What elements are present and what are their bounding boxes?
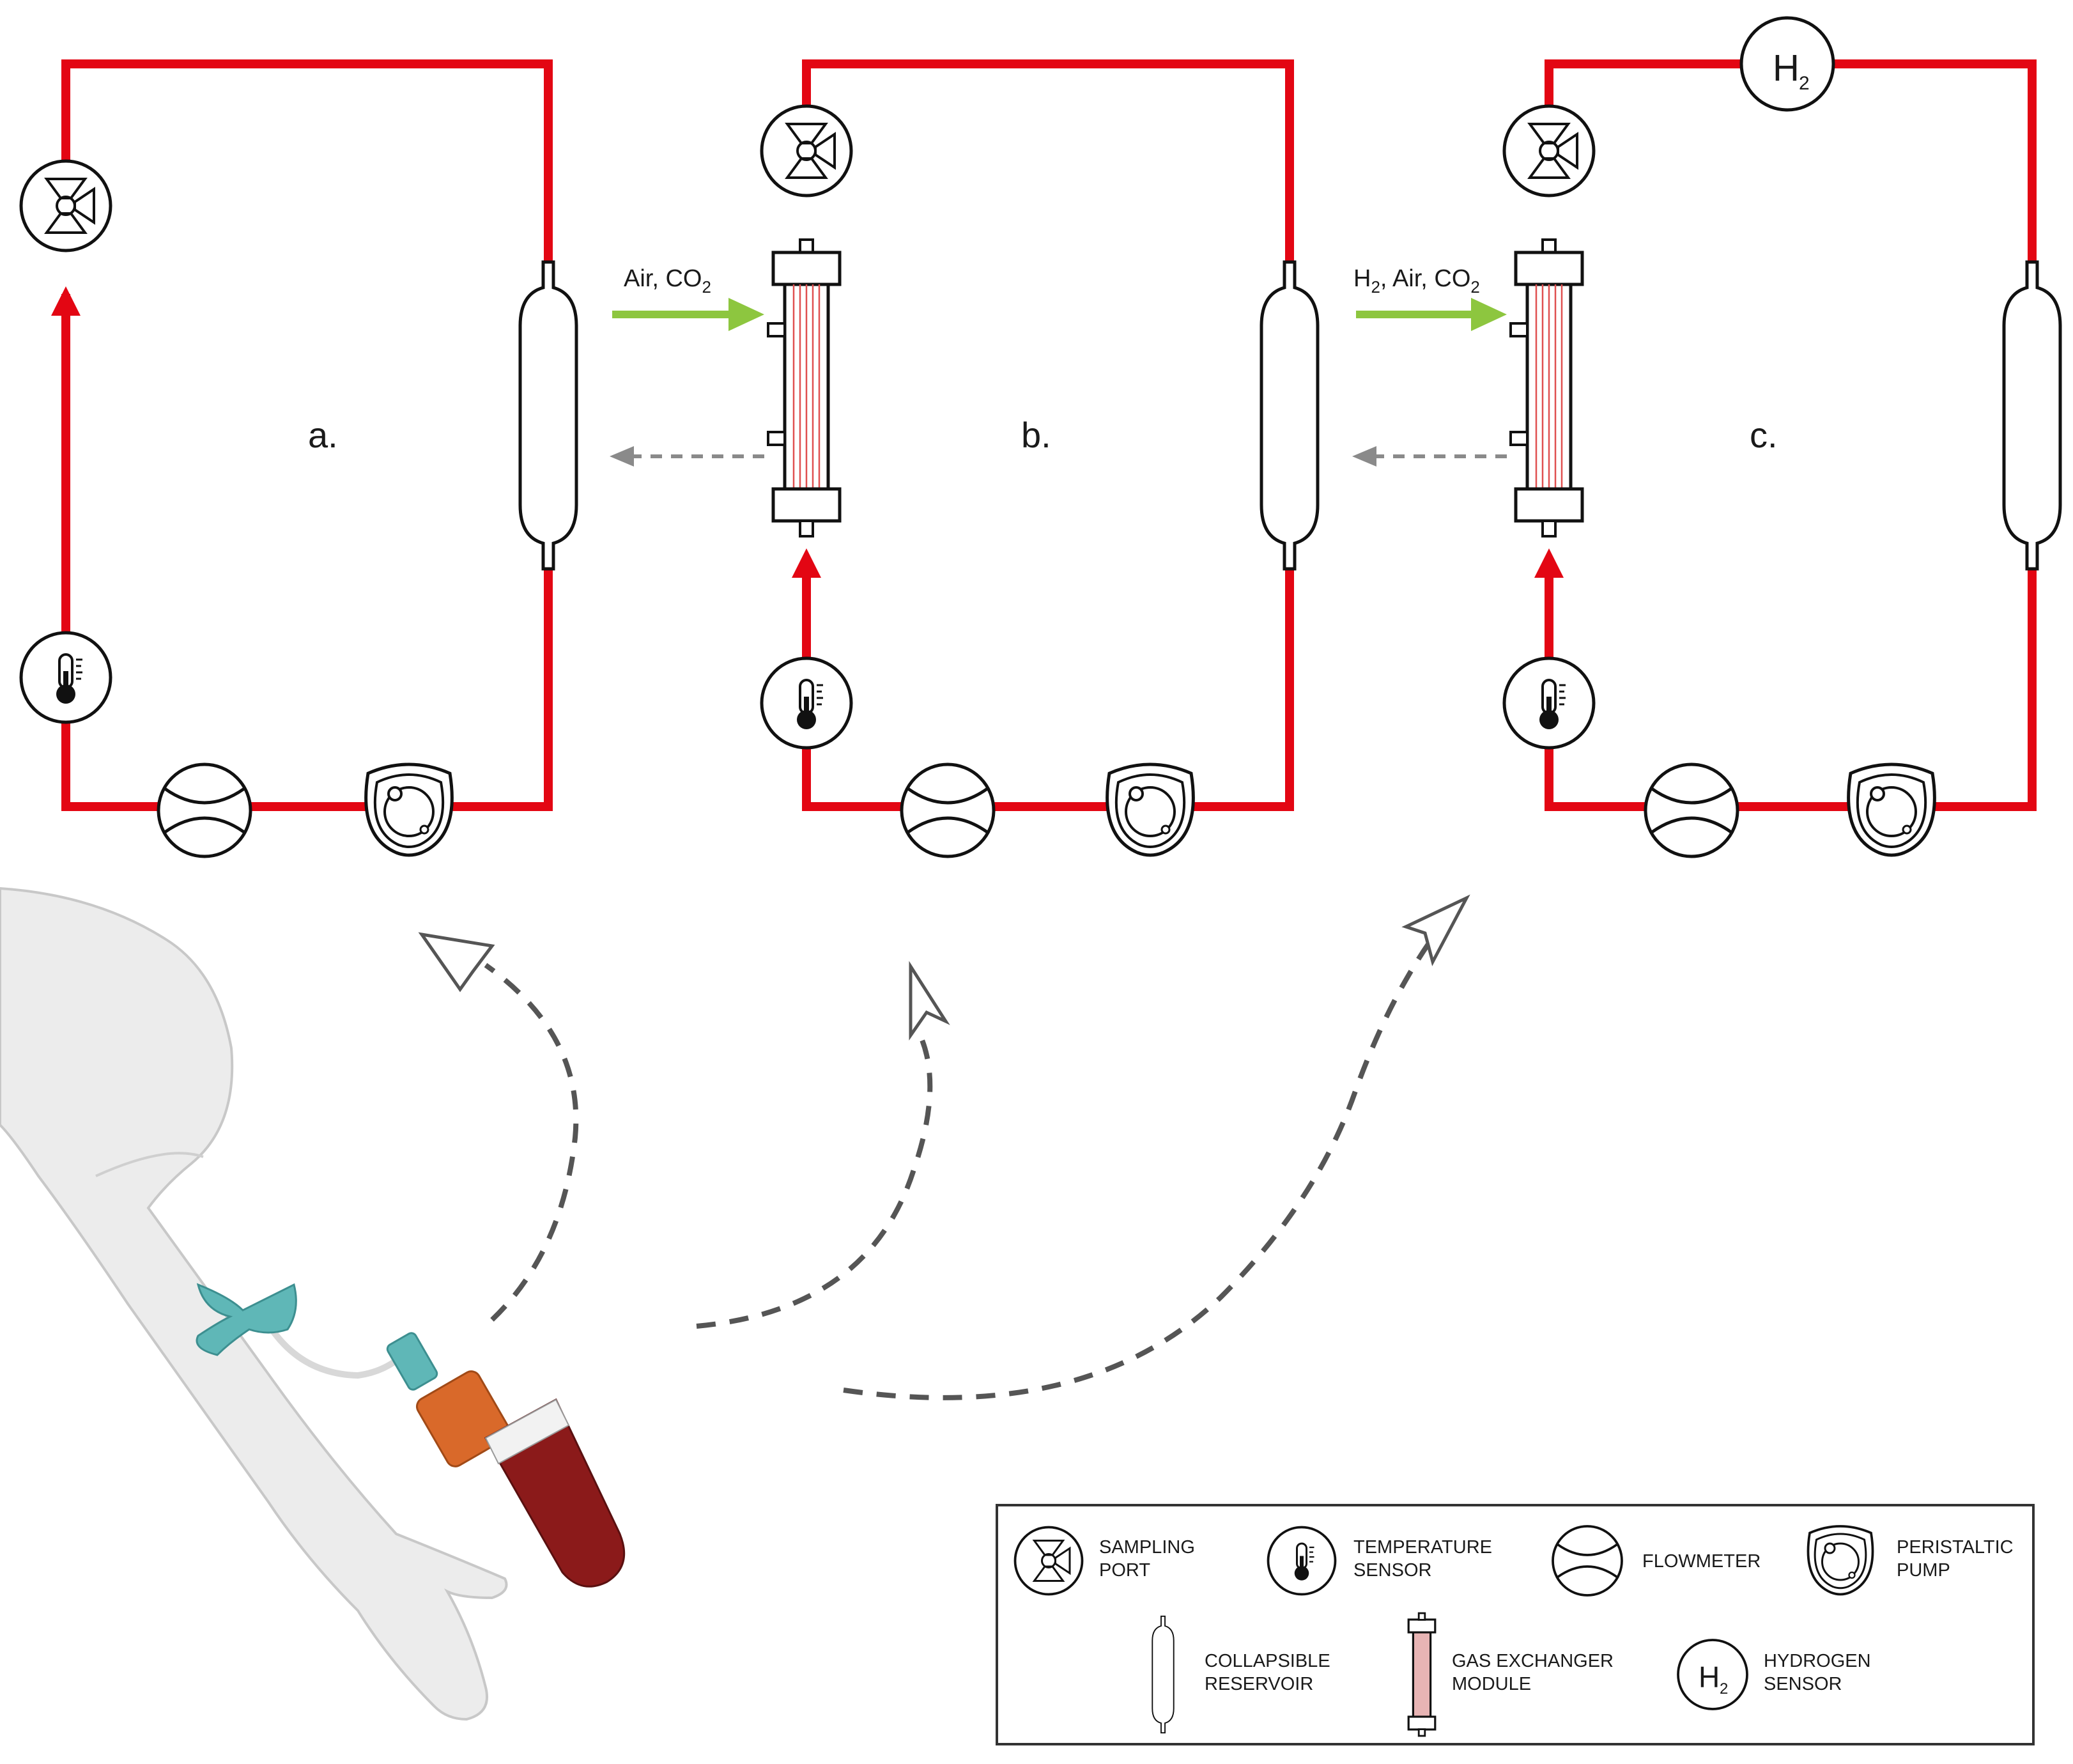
peristaltic-pump-icon bbox=[1849, 764, 1935, 855]
reservoir-icon bbox=[1261, 262, 1318, 569]
tubing-loop-c bbox=[1545, 59, 2037, 811]
panel-a: a. bbox=[21, 59, 576, 856]
dashed-arrow-to-c bbox=[843, 938, 1434, 1400]
legend-label-temperature-2: SENSOR bbox=[1353, 1560, 1431, 1581]
gas-outlet-arrowhead-b bbox=[610, 446, 634, 467]
reservoir-icon bbox=[2004, 262, 2060, 569]
sampling-port-icon bbox=[1504, 106, 1594, 196]
legend-gas-exchanger-icon bbox=[1407, 1612, 1437, 1737]
panel-c: H 2 c. H2, Air, CO2 bbox=[1352, 18, 2060, 856]
svg-text:H: H bbox=[1773, 47, 1799, 89]
legend-label-sampling-port: SAMPLING bbox=[1099, 1537, 1195, 1558]
legend-label-hydrogen-2: SENSOR bbox=[1764, 1674, 1842, 1694]
legend-label-pump-2: PUMP bbox=[1897, 1560, 1950, 1581]
thermometer-icon bbox=[21, 633, 111, 722]
sampling-port-icon bbox=[21, 161, 111, 251]
dashed-arrowhead-a bbox=[418, 932, 495, 993]
panel-label-a: a. bbox=[308, 415, 338, 455]
needle-tubing bbox=[265, 1322, 412, 1379]
arm-blood-draw-illustration bbox=[0, 886, 626, 1721]
flowmeter-icon bbox=[1645, 764, 1738, 856]
legend-label-pump: PERISTALTIC bbox=[1897, 1537, 2014, 1558]
legend-label-hydrogen: HYDROGEN bbox=[1764, 1651, 1871, 1671]
svg-text:H: H bbox=[1699, 1660, 1720, 1694]
reservoir-icon bbox=[520, 262, 576, 569]
gas-inlet-label-c: H2, Air, CO2 bbox=[1353, 265, 1480, 297]
gas-outlet-arrowhead-c bbox=[1352, 446, 1376, 467]
blood-tube-label bbox=[484, 1398, 570, 1465]
gas-exchanger-icon bbox=[768, 240, 840, 536]
thermometer-icon bbox=[762, 658, 851, 748]
flow-arrow-c bbox=[1534, 548, 1564, 578]
gas-inlet-arrowhead-c bbox=[1471, 298, 1507, 331]
legend-sampling-port-icon bbox=[1013, 1526, 1084, 1596]
legend-label-reservoir-2: RESERVOIR bbox=[1205, 1674, 1313, 1694]
tubing-loop-a bbox=[61, 59, 553, 811]
peristaltic-pump-icon bbox=[1107, 764, 1194, 855]
legend-peristaltic-pump-icon bbox=[1807, 1525, 1874, 1596]
legend-label-gas-exchanger: GAS EXCHANGER bbox=[1452, 1651, 1614, 1671]
dashed-arrow-to-b bbox=[696, 1034, 933, 1329]
flowmeter-icon bbox=[902, 764, 994, 856]
legend-label-flowmeter: FLOWMETER bbox=[1642, 1551, 1761, 1572]
svg-text:2: 2 bbox=[1799, 73, 1810, 94]
dashed-arrowhead-c bbox=[1401, 894, 1470, 966]
butterfly-needle bbox=[196, 1283, 297, 1356]
legend-label-temperature: TEMPERATURE bbox=[1353, 1537, 1492, 1558]
arm-crease bbox=[95, 1152, 204, 1177]
panel-b: b. Air, CO2 bbox=[610, 59, 1318, 856]
arm-shape bbox=[0, 886, 508, 1721]
peristaltic-pump-icon bbox=[366, 764, 452, 855]
sampling-port-icon bbox=[762, 106, 851, 196]
legend-hydrogen-sensor-icon: H 2 bbox=[1677, 1639, 1748, 1710]
gas-exchanger-icon bbox=[1511, 240, 1582, 536]
dashed-arrow-to-a bbox=[484, 963, 579, 1322]
legend-thermometer-icon bbox=[1267, 1526, 1337, 1596]
tube-cap bbox=[415, 1370, 511, 1467]
legend-label-reservoir: COLLAPSIBLE bbox=[1205, 1651, 1330, 1671]
svg-text:2: 2 bbox=[1720, 1680, 1728, 1698]
legend-label-gas-exchanger-2: MODULE bbox=[1452, 1674, 1531, 1694]
dashed-flow-arrows bbox=[418, 894, 1470, 1400]
legend-flowmeter-icon bbox=[1552, 1525, 1623, 1597]
legend-label-sampling-port-2: PORT bbox=[1099, 1560, 1150, 1581]
legend: SAMPLING PORT TEMPERATURE SENSOR FLOWMET… bbox=[996, 1504, 2035, 1745]
gas-inlet-arrowhead-b bbox=[728, 298, 764, 331]
flow-arrow-b bbox=[792, 548, 821, 578]
flowmeter-icon bbox=[158, 764, 250, 856]
panel-label-c: c. bbox=[1750, 415, 1778, 455]
gas-inlet-label-b: Air, CO2 bbox=[624, 265, 711, 297]
panel-label-b: b. bbox=[1021, 415, 1051, 455]
dashed-arrowhead-b bbox=[909, 961, 950, 1041]
legend-reservoir-icon bbox=[1152, 1615, 1175, 1734]
thermometer-icon bbox=[1504, 658, 1594, 748]
hydrogen-sensor-icon: H 2 bbox=[1741, 18, 1833, 110]
flow-arrow-a bbox=[51, 286, 81, 316]
needle-holder bbox=[386, 1332, 438, 1391]
